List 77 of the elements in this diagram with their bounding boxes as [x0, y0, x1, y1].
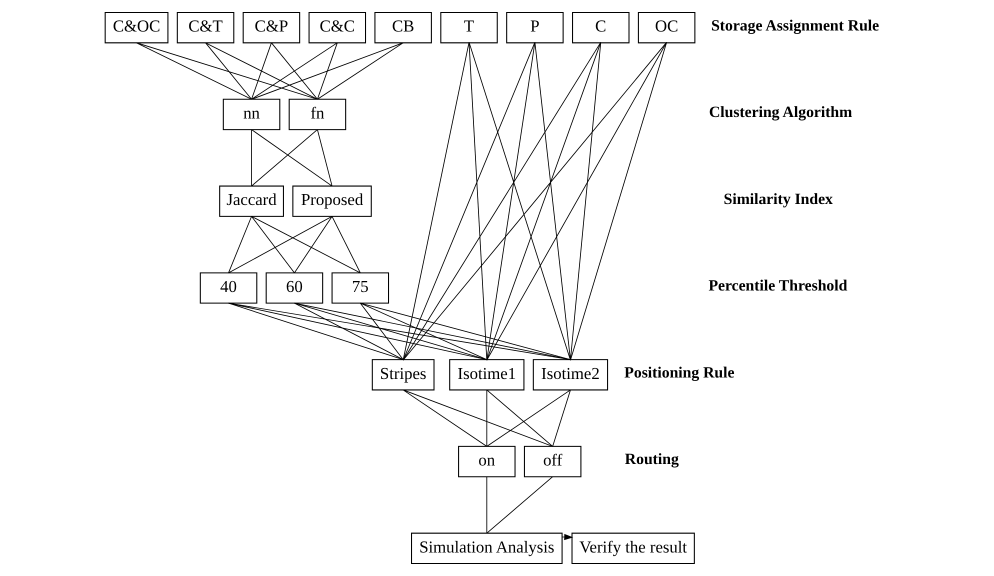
connector: [136, 42, 318, 100]
connector: [468, 42, 571, 361]
node-box: Stripes: [372, 359, 435, 390]
connector: [136, 42, 252, 100]
node-box: 40: [200, 272, 258, 304]
connector: [251, 129, 252, 186]
node-box: T: [440, 12, 498, 44]
label: Positioning Rule: [624, 364, 734, 382]
connector: [228, 302, 404, 360]
node-box: C&T: [176, 12, 234, 44]
node-box: C&OC: [104, 12, 168, 44]
connector: [294, 216, 332, 274]
connector: [402, 42, 668, 361]
connector: [251, 129, 332, 186]
node-box: on: [458, 446, 516, 478]
connector: [251, 216, 295, 274]
connector: [402, 390, 488, 447]
node-box: off: [524, 446, 582, 478]
node-box: Verify the result: [572, 532, 695, 564]
connector: [317, 42, 404, 100]
connector: [468, 42, 488, 361]
node-box: Simulation Analysis: [411, 532, 563, 564]
connector: [486, 42, 536, 361]
connector: [570, 42, 668, 361]
connector: [486, 476, 488, 534]
connector: [486, 390, 554, 447]
connector: [402, 390, 554, 447]
connector: [486, 42, 668, 361]
node-box: fn: [288, 98, 346, 130]
node-box: CB: [374, 12, 432, 44]
node-box: Proposed: [292, 186, 372, 217]
connector: [317, 129, 332, 186]
connector: [486, 390, 488, 447]
connector: [294, 302, 488, 360]
connector: [251, 42, 404, 100]
connector: [360, 302, 404, 360]
label: Percentile Threshold: [708, 278, 848, 295]
node-box: Isotime1: [449, 359, 524, 390]
connector: [228, 302, 571, 360]
connector: [402, 42, 536, 361]
connector: [360, 302, 488, 360]
label: Clustering Algorithm: [708, 104, 852, 122]
connector: [251, 129, 318, 186]
connector: [294, 302, 404, 360]
connector: [228, 216, 252, 274]
connector: [317, 42, 338, 100]
connector: [402, 42, 470, 361]
connector: [205, 42, 252, 100]
connector: [486, 42, 602, 361]
connector: [332, 216, 361, 274]
connector: [294, 302, 571, 360]
label: Similarity Index: [724, 190, 833, 208]
node-box: 75: [332, 272, 390, 304]
connector: [251, 42, 272, 100]
connector: [228, 302, 488, 360]
connector: [486, 390, 571, 447]
connector: [251, 42, 338, 100]
connector: [552, 390, 571, 447]
node-box: C&C: [308, 12, 366, 44]
node-box: C&P: [242, 12, 300, 44]
node-box: nn: [222, 98, 280, 130]
node-box: Jaccard: [219, 186, 284, 217]
connector: [570, 42, 602, 361]
connector: [251, 216, 361, 274]
node-box: P: [506, 12, 564, 44]
connector: [360, 302, 571, 360]
connector: [228, 216, 332, 274]
connector: [402, 42, 602, 361]
connector: [486, 476, 554, 534]
label: Storage Assignment Rule: [711, 17, 880, 34]
connector: [205, 42, 318, 100]
node-box: OC: [638, 12, 696, 44]
label: Routing: [624, 451, 679, 468]
connector: [271, 42, 318, 100]
node-box: C: [572, 12, 630, 44]
node-box: Isotime2: [532, 359, 608, 390]
node-box: 60: [266, 272, 324, 304]
